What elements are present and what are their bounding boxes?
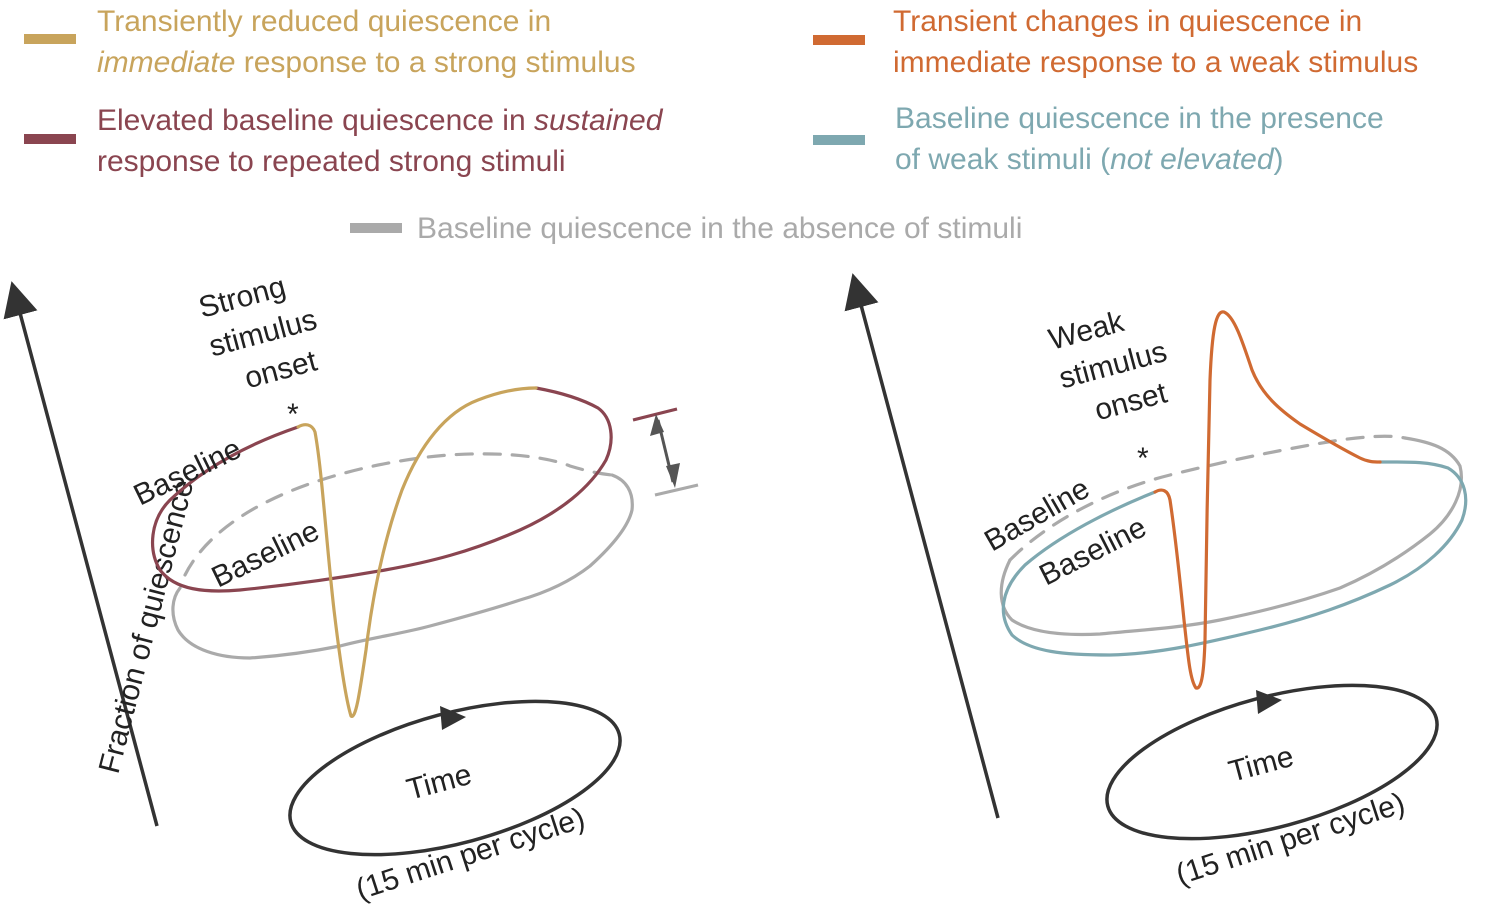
legend-item-no-stimulus: Baseline quiescence in the absence of st… [350, 212, 1022, 245]
legend-text-segment: Transient changes in quiescence in [893, 5, 1362, 38]
legend-text-segment: Baseline quiescence in the absence of st… [417, 212, 1022, 245]
time-cycle-left: Time (15 min per cycle) [288, 699, 622, 907]
legend-text-strong-sustained: Elevated baseline quiescence in sustaine… [97, 104, 664, 178]
legend-text-strong-immediate: Transiently reduced quiescence in immedia… [97, 5, 636, 79]
legend-item-strong-sustained: Elevated baseline quiescence in sustaine… [24, 104, 664, 178]
time-ellipse [1105, 683, 1439, 841]
y-axis-arrow-right [844, 273, 1000, 819]
strong-immediate-response [296, 386, 538, 718]
legend-item-weak-baseline: Baseline quiescence in the presence of we… [813, 102, 1384, 176]
legend-text-segment: not elevated [1110, 143, 1275, 176]
legend-text-segment: of weak stimuli ( [895, 143, 1110, 176]
time-arrowhead [440, 706, 466, 730]
legend-text-segment: response to a strong stimulus [235, 46, 635, 79]
elevated-baseline-loop [150, 386, 613, 593]
y-axis-label: Fraction of quiescence [93, 476, 201, 776]
onset-marker-right: * [1137, 442, 1149, 475]
legend-text-no-stimulus: Baseline quiescence in the absence of st… [417, 212, 1022, 245]
time-arrowhead [1256, 690, 1282, 714]
weak-immediate-response [1153, 310, 1382, 690]
legend: Transiently reduced quiescence in immedia… [24, 5, 1418, 245]
legend-item-weak-immediate: Transient changes in quiescence in immedi… [813, 5, 1418, 79]
gray-baseline-loop-back [183, 452, 614, 577]
legend-item-strong-immediate: Transiently reduced quiescence in immedia… [24, 5, 636, 79]
elevation-arrowhead-bottom [666, 463, 680, 488]
elevation-bottom-bar [654, 483, 699, 497]
elevation-indicator [632, 407, 699, 497]
legend-text-segment: Baseline quiescence in the presence [895, 102, 1384, 135]
y-axis-arrow [3, 281, 159, 827]
onset-marker-left: * [287, 398, 299, 431]
legend-text-segment: response to repeated strong stimuli [97, 145, 566, 178]
right-panel: Baseline Baseline * Weak stimulus onset … [844, 273, 1468, 892]
onset-label-left: Strong stimulus onset [195, 270, 321, 395]
legend-text-segment: immediate response to a weak stimulus [893, 46, 1418, 79]
elevation-arrowhead-top [650, 414, 664, 436]
elevation-top-bar [632, 407, 678, 422]
weak-baseline-loop [1001, 460, 1468, 657]
left-panel: Fraction of quiescence Baseline Baseline… [3, 270, 699, 907]
onset-label-right: Weak stimulus onset [1045, 305, 1171, 427]
legend-text-segment: Elevated baseline quiescence in [97, 104, 534, 137]
gray-baseline-loop-front-right [999, 436, 1463, 637]
legend-text-segment: ) [1274, 143, 1284, 176]
legend-text-segment: sustained [534, 104, 664, 137]
legend-text-weak-immediate: Transient changes in quiescence in immedi… [893, 5, 1418, 79]
time-cycle-right: Time (15 min per cycle) [1105, 683, 1439, 892]
gray-baseline-loop-front [171, 473, 634, 660]
legend-text-segment: Transiently reduced quiescence in [97, 5, 551, 38]
time-label: Time [1225, 740, 1297, 789]
legend-text-weak-baseline: Baseline quiescence in the presence of we… [895, 102, 1384, 176]
legend-text-segment: immediate [97, 46, 235, 79]
time-ellipse [288, 699, 622, 857]
time-label: Time [403, 758, 475, 807]
